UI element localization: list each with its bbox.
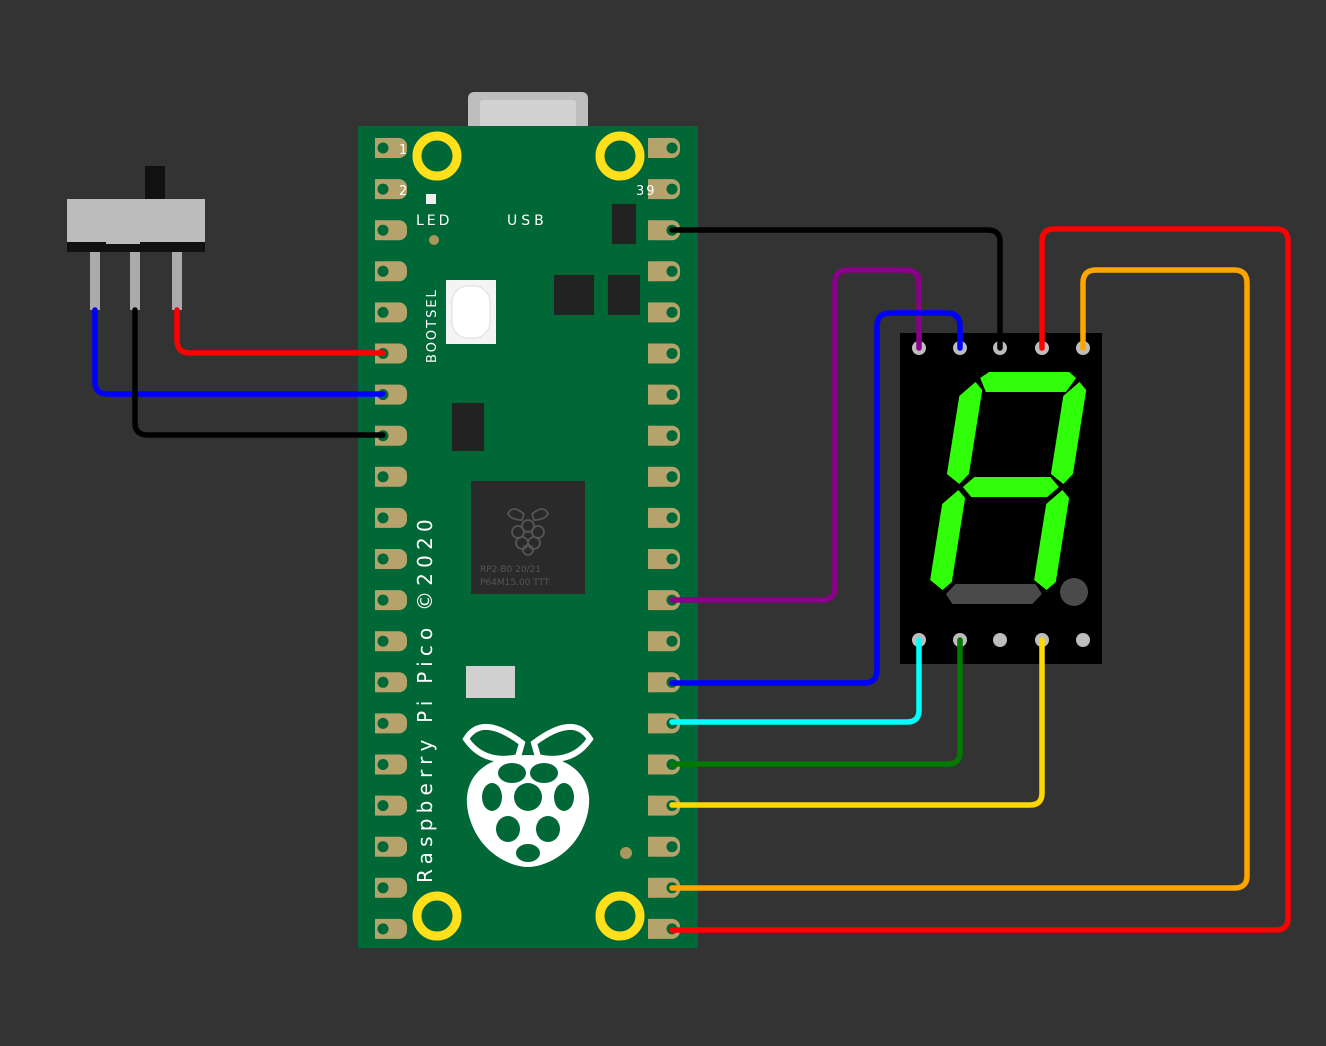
slide-switch-knob[interactable]	[145, 166, 165, 200]
pin-pad-right-5[interactable]	[648, 302, 680, 323]
pin-2-label: 2	[399, 184, 407, 199]
wire-blue-switch[interactable]	[92, 307, 386, 397]
rp2040-marking-line-1: RP2-B0 20/21	[480, 565, 541, 575]
regulator-chip	[612, 204, 636, 244]
wire-black-switch[interactable]	[132, 307, 386, 438]
segment-a	[980, 372, 1077, 392]
led-label: LED	[416, 213, 452, 229]
wire-cyan-display[interactable]	[669, 637, 922, 725]
wire-gold-display[interactable]	[669, 637, 1045, 808]
test-point-2	[620, 847, 632, 859]
bootsel-button-cap[interactable]	[451, 285, 491, 339]
segment-pin-bottom-5[interactable]	[1076, 633, 1090, 647]
pin-pad-right-20[interactable]	[648, 918, 680, 939]
brand-text: Raspberry Pi Pico ©2020	[413, 514, 437, 883]
pin-pad-left-4[interactable]	[375, 261, 407, 282]
debug-connector	[466, 666, 515, 698]
wire-orange-display[interactable]	[669, 267, 1250, 891]
test-point	[429, 235, 439, 245]
segment-g	[962, 477, 1059, 497]
slide-switch-body	[67, 199, 205, 243]
rp2040-chip	[471, 481, 585, 594]
pin-pad-right-13[interactable]	[648, 631, 680, 652]
pin-pad-left-16[interactable]	[375, 754, 407, 775]
inductor-chip-1	[554, 275, 594, 315]
mount-hole-bottom-right	[595, 891, 645, 941]
pin-pad-left-1[interactable]	[375, 138, 407, 158]
onboard-led	[426, 194, 436, 204]
decimal-point	[1060, 578, 1088, 606]
usb-label: USB	[507, 213, 548, 229]
segment-c	[1034, 490, 1070, 590]
pin-pad-left-15[interactable]	[375, 713, 407, 734]
bootsel-label: BOOTSEL	[425, 288, 440, 363]
pin-pad-left-18[interactable]	[375, 836, 407, 857]
pin-39-label: 39	[636, 184, 657, 199]
segment-pin-bottom-3[interactable]	[993, 633, 1007, 647]
pin-pad-left-5[interactable]	[375, 302, 407, 323]
pin-pad-left-19[interactable]	[375, 877, 407, 898]
slide-switch-base	[67, 242, 205, 252]
pin-pad-right-2[interactable]	[648, 179, 680, 200]
seven-segment-display[interactable]	[900, 333, 1102, 664]
pin-pad-right-8[interactable]	[648, 425, 680, 446]
pin-pad-right-15[interactable]	[648, 713, 680, 734]
pin-pad-right-11[interactable]	[648, 549, 680, 569]
pin-pad-right-9[interactable]	[648, 466, 680, 487]
pin-pad-left-20[interactable]	[375, 918, 407, 939]
wire-green-display[interactable]	[669, 637, 963, 767]
pin-header-right	[648, 138, 680, 939]
seven-segment-digit	[930, 372, 1087, 604]
mount-hole-top-left	[412, 131, 462, 181]
wire-black-display[interactable]	[669, 227, 1003, 351]
wire-red-display[interactable]	[669, 226, 1291, 933]
slide-switch-base-gap	[106, 240, 140, 244]
segment-f	[946, 382, 983, 484]
wire-blue-display[interactable]	[669, 310, 963, 686]
pin-pad-right-10[interactable]	[648, 507, 680, 528]
pin-pad-right-7[interactable]	[648, 384, 680, 405]
mount-hole-top-right	[595, 131, 645, 181]
wire-purple-display[interactable]	[669, 267, 922, 603]
slide-switch-pin-2	[130, 252, 140, 310]
slide-switch-pin-1	[90, 252, 100, 310]
slide-switch-pin-3	[172, 252, 182, 310]
pin-pad-left-14[interactable]	[375, 672, 407, 693]
pin-pad-right-4[interactable]	[648, 261, 680, 282]
pin-pad-left-3[interactable]	[375, 220, 407, 241]
pin-pad-right-6[interactable]	[648, 343, 680, 364]
segment-e	[930, 490, 966, 590]
pin-pad-left-10[interactable]	[375, 507, 407, 528]
pin-pad-right-1[interactable]	[648, 138, 680, 158]
segment-b	[1050, 382, 1087, 484]
raspberry-pi-logo-icon	[462, 723, 594, 867]
mount-hole-bottom-left	[412, 891, 462, 941]
pin-pad-left-12[interactable]	[375, 590, 407, 611]
slide-switch[interactable]	[67, 166, 205, 310]
flash-chip	[452, 403, 484, 451]
wires	[92, 226, 1291, 933]
pin-pad-left-11[interactable]	[375, 549, 407, 569]
pin-pad-right-18[interactable]	[648, 836, 680, 857]
inductor-chip-2	[608, 275, 640, 315]
pin-pad-left-13[interactable]	[375, 631, 407, 652]
wire-red-switch[interactable]	[174, 307, 386, 356]
rp2040-marking-line-2: P64M15.00 TTT	[480, 578, 550, 588]
pin-pad-left-17[interactable]	[375, 795, 407, 816]
pin-1-label: 1	[399, 143, 407, 158]
pin-pad-left-9[interactable]	[375, 466, 407, 487]
pin-pad-left-2[interactable]	[375, 179, 407, 200]
segment-d	[945, 584, 1042, 604]
raspberry-pi-pico[interactable]: 1 2 39 LED USB BOOTSEL RP2-B0 20/21	[358, 92, 698, 948]
pin-header-left	[375, 138, 407, 939]
rp2040-raspberry-logo-icon	[506, 508, 550, 556]
